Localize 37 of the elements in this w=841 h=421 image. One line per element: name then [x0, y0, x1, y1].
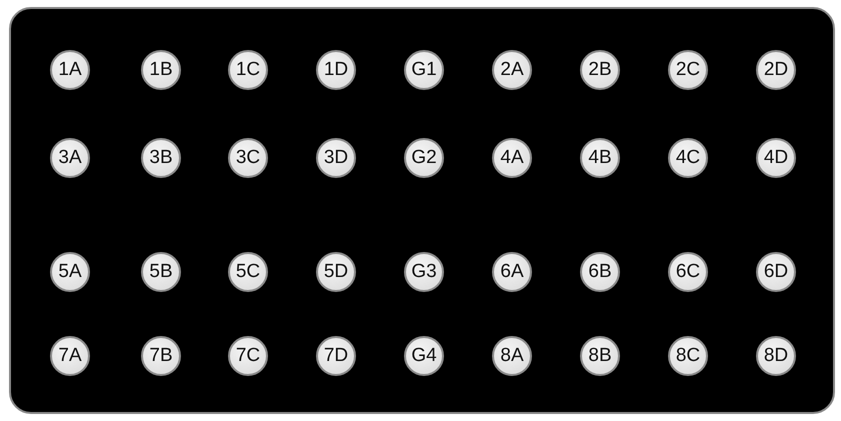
pin-circle: G4: [404, 336, 444, 376]
pin-circle: G2: [404, 138, 444, 178]
pin-circle: 5A: [50, 252, 90, 292]
pin-circle: 6A: [492, 252, 532, 292]
pin-circle: 6D: [756, 252, 796, 292]
pin-circle: 8B: [580, 336, 620, 376]
pin-circle: 7C: [228, 336, 268, 376]
pin-circle: 1C: [228, 50, 268, 90]
pin-circle: 4D: [756, 138, 796, 178]
pin-circle: 7A: [50, 336, 90, 376]
pin-circle: 7B: [141, 336, 181, 376]
pin-circle: G1: [404, 50, 444, 90]
pin-circle: 2B: [580, 50, 620, 90]
pin-circle: 8D: [756, 336, 796, 376]
pin-circle: 5B: [141, 252, 181, 292]
pin-circle: 3A: [50, 138, 90, 178]
pin-circle: 1D: [316, 50, 356, 90]
pin-circle: 4B: [580, 138, 620, 178]
pin-circle: 4C: [668, 138, 708, 178]
pin-circle: 3D: [316, 138, 356, 178]
pin-circle: 6C: [668, 252, 708, 292]
pin-circle: 4A: [492, 138, 532, 178]
pin-circle: G3: [404, 252, 444, 292]
pin-circle: 6B: [580, 252, 620, 292]
pin-circle: 8A: [492, 336, 532, 376]
pin-circle: 1B: [141, 50, 181, 90]
pin-circle: 5C: [228, 252, 268, 292]
pin-circle: 3C: [228, 138, 268, 178]
pin-circle: 2D: [756, 50, 796, 90]
panel-background: [9, 7, 835, 414]
pin-circle: 2C: [668, 50, 708, 90]
pin-circle: 7D: [316, 336, 356, 376]
pin-circle: 8C: [668, 336, 708, 376]
pin-circle: 1A: [50, 50, 90, 90]
pin-circle: 2A: [492, 50, 532, 90]
pin-circle: 3B: [141, 138, 181, 178]
pin-circle: 5D: [316, 252, 356, 292]
